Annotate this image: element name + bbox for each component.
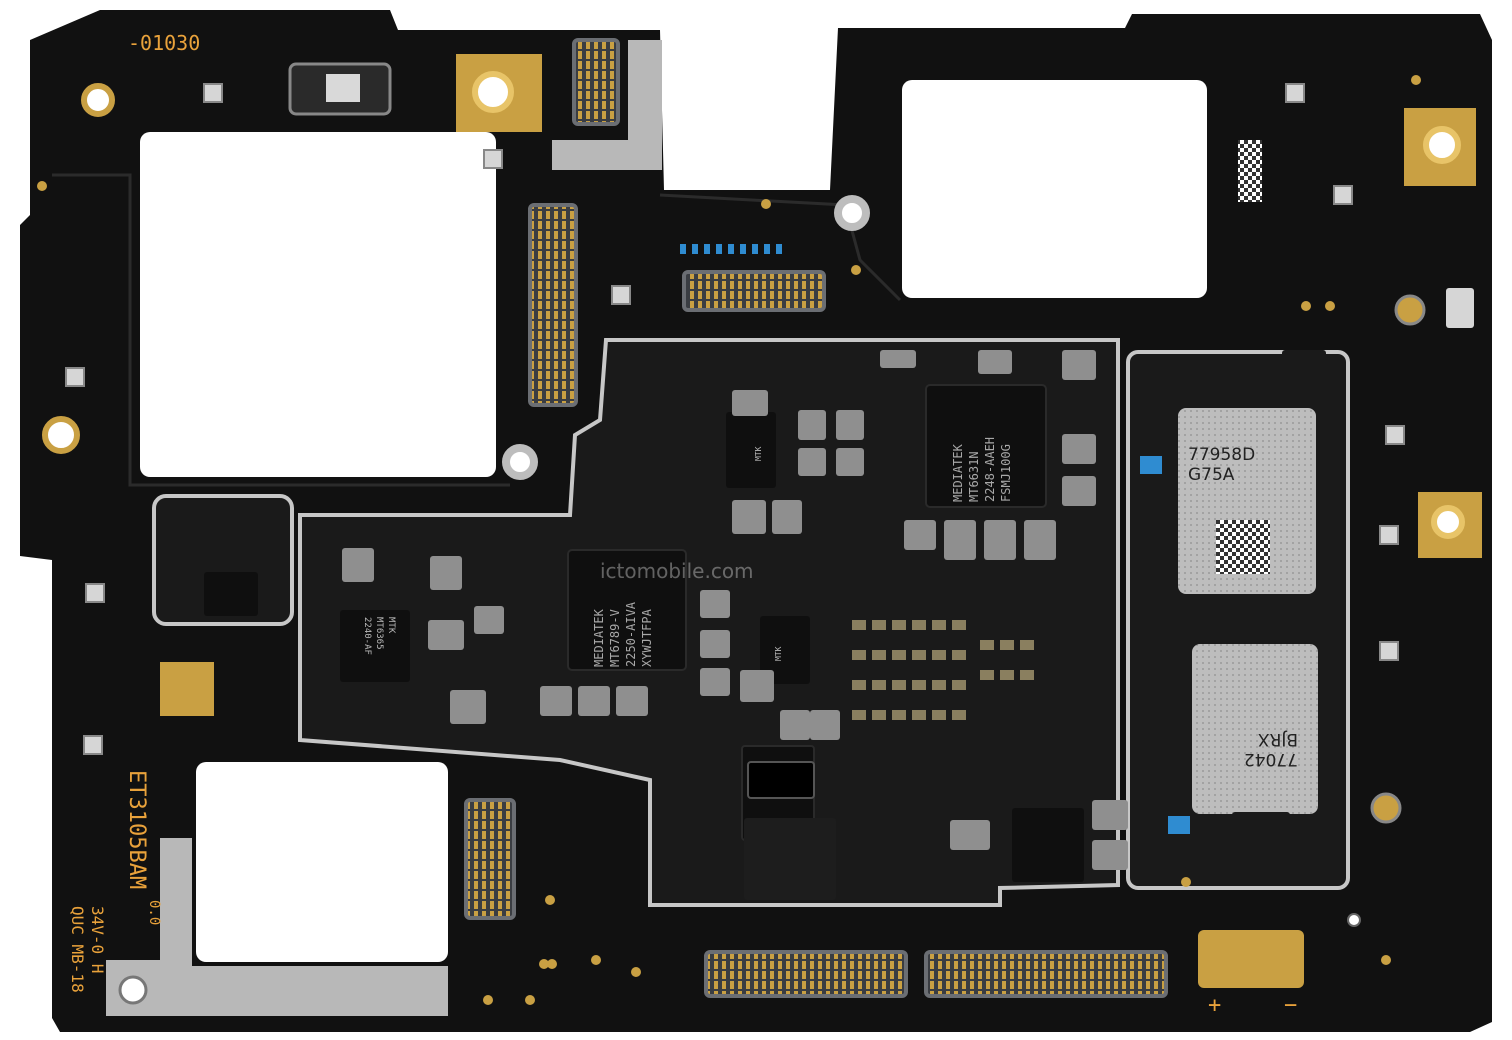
mtk-label-2: MTK	[774, 646, 783, 661]
pmic-model: MT6365	[374, 617, 384, 650]
silk-line-2: QUC MB-18	[68, 906, 87, 993]
modem-code-1: 2248-AAEH	[983, 437, 997, 502]
modem-brand: MEDIATEK	[951, 443, 965, 502]
cutout-bottom-left	[196, 762, 448, 962]
silk-line-1: 34V-0 H	[88, 906, 107, 973]
qr-code-top	[1238, 140, 1262, 202]
connector-vertical-left	[528, 203, 578, 407]
soc-model: MT6789-V	[608, 609, 622, 667]
pmic-code: 2240-AF	[362, 617, 372, 655]
rf-bottom-line-1: 77042	[1244, 749, 1298, 769]
qr-code	[1216, 520, 1270, 574]
chip-bottom-right	[1232, 812, 1290, 862]
connector-bottom-2	[924, 950, 1168, 998]
camera-cutout-left	[140, 132, 496, 477]
chip-bottom-2	[1012, 808, 1084, 882]
chip-small-shield-2	[204, 572, 258, 616]
rf-bottom-line-2: BJRX	[1258, 729, 1298, 749]
soc-code-2: XYWJTFPA	[640, 608, 654, 667]
chip-top-right	[1282, 350, 1326, 390]
connector-bottom-1	[704, 950, 908, 998]
shield-bracket-bottom-left	[106, 838, 448, 1016]
model-number: ET3105BAM	[124, 770, 149, 889]
small-components	[852, 620, 1034, 720]
modem-model: MT6631N	[967, 451, 981, 502]
rf-module-bottom	[1192, 644, 1318, 814]
board-code: -01030	[128, 31, 200, 55]
pmic-brand: MTK	[386, 617, 396, 634]
camera-cutout-top	[902, 80, 1207, 298]
modem-chip	[925, 384, 1047, 508]
modem-code-2: FSMJ100G	[999, 444, 1013, 502]
connector-bottom-left	[464, 798, 516, 920]
gold-pad-left	[160, 662, 214, 716]
blue-components	[680, 244, 1190, 834]
battery-minus: −	[1284, 993, 1297, 1018]
chip-large-bottom	[744, 818, 836, 900]
soc-code-1: 2250-AIVA	[624, 601, 638, 667]
connector-top-camera	[682, 270, 826, 312]
connector-small-top	[572, 38, 620, 126]
coax-connectors	[65, 83, 1405, 755]
chip-small-1	[726, 412, 776, 488]
chip-small-shield	[200, 506, 240, 546]
shield-frame-main	[298, 338, 1120, 907]
battery-plus: +	[1208, 993, 1221, 1018]
chip-left-1	[340, 610, 410, 682]
test-points	[37, 75, 1421, 1005]
mtk-label-1: MTK	[754, 446, 763, 461]
watermark: ictomobile.com	[600, 559, 754, 583]
passive-blocks	[342, 350, 1128, 870]
chip-small-2	[760, 616, 810, 684]
rf-top-line-1: 77958D	[1188, 445, 1255, 465]
battery-connector-pads	[1198, 930, 1304, 988]
revision-mark: 0.0	[146, 900, 162, 925]
rf-top-line-2: G75A	[1188, 465, 1235, 485]
shield-bracket-top	[552, 40, 662, 170]
soc-brand: MEDIATEK	[592, 608, 606, 667]
soc-chip	[567, 549, 687, 671]
rf-module-top	[1178, 408, 1316, 594]
